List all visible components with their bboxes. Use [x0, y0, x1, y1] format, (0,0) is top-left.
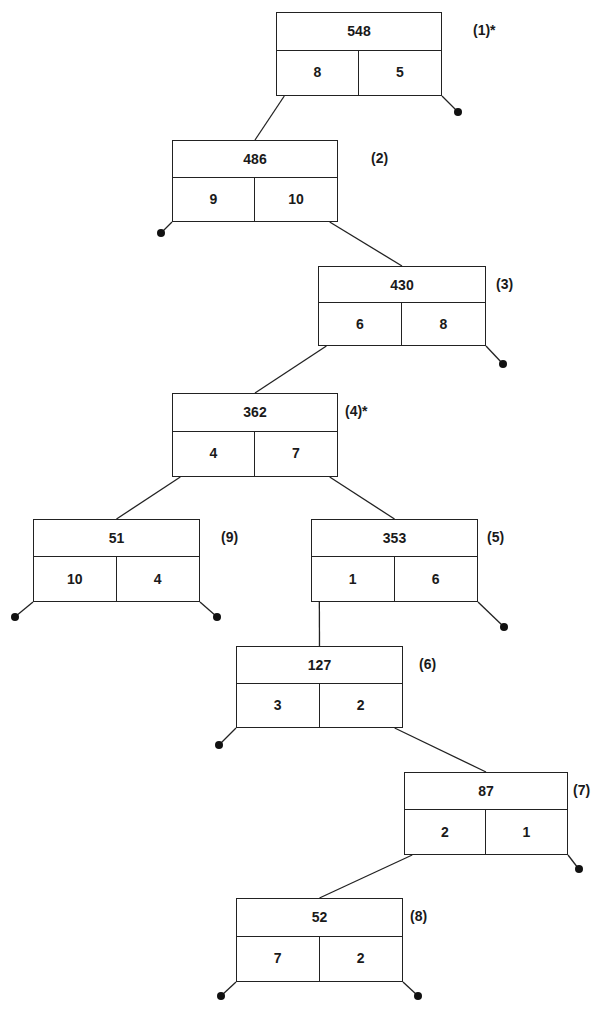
- key-value-cell: 51: [34, 520, 199, 557]
- right-pointer-cell: 4: [117, 556, 200, 601]
- node-number: (8): [410, 908, 427, 924]
- right-pointer: 2: [357, 697, 365, 713]
- key-value-cell: 362: [173, 394, 337, 432]
- left-pointer: 9: [210, 191, 218, 207]
- left-pointer-cell: 2: [405, 809, 486, 854]
- node-number: (5): [487, 529, 504, 545]
- tree-link: [117, 477, 181, 519]
- left-pointer-cell: 9: [173, 177, 255, 221]
- tree-node: 51104(9): [33, 519, 200, 602]
- key-value: 548: [347, 23, 370, 39]
- right-pointer: 6: [432, 571, 440, 587]
- right-pointer: 10: [288, 191, 304, 207]
- left-pointer-cell: 6: [319, 302, 402, 345]
- right-pointer: 4: [154, 571, 162, 587]
- right-pointer-cell: 2: [320, 683, 403, 727]
- node-number: (4)*: [345, 403, 368, 419]
- tree-node: 486910(2): [172, 140, 338, 222]
- key-value: 127: [308, 657, 331, 673]
- key-value: 87: [478, 783, 494, 799]
- right-pointer-cell: 5: [359, 50, 441, 95]
- key-value-cell: 353: [312, 520, 477, 557]
- node-number: (2): [371, 150, 388, 166]
- tree-link: [319, 602, 320, 646]
- tree-node: 5272(8): [236, 898, 403, 982]
- left-pointer: 8: [314, 64, 322, 80]
- left-pointer: 3: [274, 697, 282, 713]
- tree-link: [255, 96, 284, 140]
- left-pointer-cell: 7: [237, 936, 320, 981]
- left-pointer: 6: [356, 316, 364, 332]
- key-value: 353: [383, 530, 406, 546]
- key-value-cell: 548: [277, 13, 441, 51]
- left-pointer-cell: 10: [34, 556, 117, 601]
- right-pointer: 8: [440, 316, 448, 332]
- key-value: 486: [243, 151, 266, 167]
- tree-link: [320, 855, 413, 898]
- key-value: 52: [312, 909, 328, 925]
- node-number: (3): [496, 276, 513, 292]
- right-pointer-cell: 7: [255, 431, 337, 476]
- key-value-cell: 52: [237, 899, 402, 937]
- node-number: (6): [419, 656, 436, 672]
- left-pointer: 1: [349, 571, 357, 587]
- key-value: 362: [243, 404, 266, 420]
- left-pointer-cell: 4: [173, 431, 255, 476]
- key-value-cell: 87: [405, 773, 567, 810]
- tree-node: 54885(1)*: [276, 12, 442, 96]
- tree-link: [255, 346, 326, 393]
- node-number: (1)*: [473, 22, 496, 38]
- right-pointer-cell: 2: [320, 936, 403, 981]
- tree-link: [330, 477, 395, 519]
- left-pointer: 10: [67, 571, 83, 587]
- right-pointer-cell: 8: [402, 302, 485, 345]
- key-value-cell: 127: [237, 647, 402, 684]
- node-number: (7): [573, 782, 590, 798]
- key-value: 51: [109, 530, 125, 546]
- tree-node: 8721(7): [404, 772, 568, 855]
- tree-node: 36247(4)*: [172, 393, 338, 477]
- right-pointer: 2: [357, 950, 365, 966]
- tree-node: 43068(3): [318, 266, 486, 346]
- right-pointer: 7: [292, 445, 300, 461]
- left-pointer: 7: [274, 950, 282, 966]
- left-pointer-cell: 8: [277, 50, 359, 95]
- tree-link: [330, 222, 402, 266]
- key-value-cell: 430: [319, 267, 485, 303]
- tree-link: [395, 728, 486, 772]
- key-value-cell: 486: [173, 141, 337, 178]
- key-value: 430: [390, 277, 413, 293]
- right-pointer-cell: 10: [255, 177, 337, 221]
- left-pointer-cell: 1: [312, 556, 395, 601]
- tree-node: 35316(5): [311, 519, 478, 602]
- right-pointer: 1: [523, 824, 531, 840]
- right-pointer: 5: [396, 64, 404, 80]
- left-pointer-cell: 3: [237, 683, 320, 727]
- right-pointer-cell: 1: [486, 809, 567, 854]
- left-pointer: 4: [210, 445, 218, 461]
- tree-node: 12732(6): [236, 646, 403, 728]
- left-pointer: 2: [441, 824, 449, 840]
- right-pointer-cell: 6: [395, 556, 478, 601]
- node-number: (9): [221, 529, 238, 545]
